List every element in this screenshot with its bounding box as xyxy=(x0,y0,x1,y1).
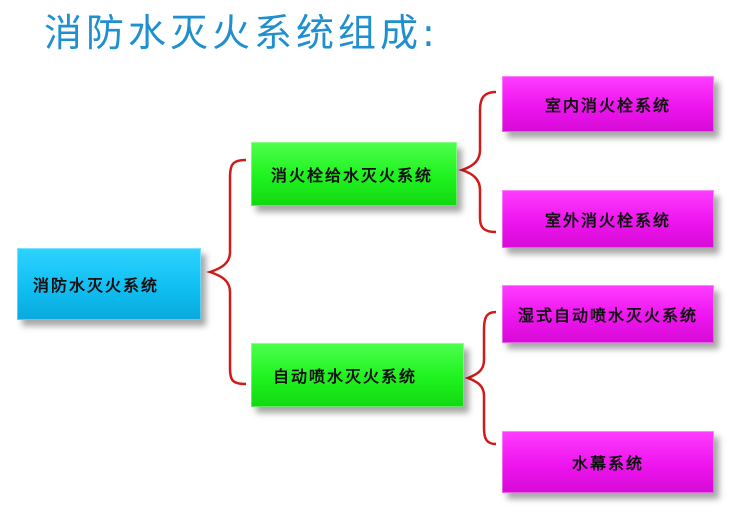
bracket-root xyxy=(206,158,247,386)
branch-node-sprinkler: 自动喷水灭火系统 xyxy=(251,343,464,407)
branch-node-label: 消火栓给水灭火系统 xyxy=(271,166,434,185)
leaf-node-label: 室外消火栓系统 xyxy=(544,211,671,230)
leaf-node-label: 室内消火栓系统 xyxy=(544,96,671,115)
bracket-branch-2 xyxy=(464,310,497,446)
leaf-node-label: 湿式自动喷水灭火系统 xyxy=(517,306,698,325)
root-node-label: 消防水灭火系统 xyxy=(33,276,160,295)
bracket-branch-1 xyxy=(458,90,497,234)
leaf-node-outdoor-hydrant: 室外消火栓系统 xyxy=(502,190,714,248)
leaf-node-wet-sprinkler: 湿式自动喷水灭火系统 xyxy=(502,285,714,343)
leaf-node-indoor-hydrant: 室内消火栓系统 xyxy=(502,76,714,132)
leaf-node-water-curtain: 水幕系统 xyxy=(502,431,714,493)
leaf-node-label: 水幕系统 xyxy=(571,454,644,473)
page-title: 消防水灭火系统组成: xyxy=(44,11,439,55)
branch-node-label: 自动喷水灭火系统 xyxy=(273,367,418,386)
branch-node-hydrant: 消火栓给水灭火系统 xyxy=(251,142,457,206)
root-node: 消防水灭火系统 xyxy=(17,248,201,320)
